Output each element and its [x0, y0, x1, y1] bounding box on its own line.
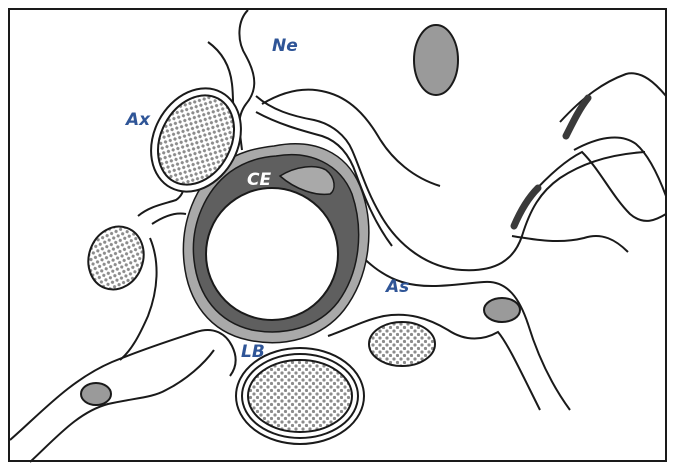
- neuron-nucleus: [414, 25, 458, 95]
- label-axon: Ax: [126, 112, 150, 129]
- vessel-lumen: [206, 188, 338, 320]
- axon-right: [369, 322, 435, 366]
- label-endothelial-cell: CE: [247, 172, 271, 189]
- label-neuron: Ne: [272, 38, 298, 55]
- axon-bottom: [236, 348, 364, 444]
- label-basal-lamina: LB: [241, 344, 265, 361]
- lower-left-nucleus: [81, 383, 111, 405]
- label-astrocyte: As: [386, 279, 409, 296]
- astrocyte-nucleus: [484, 298, 520, 322]
